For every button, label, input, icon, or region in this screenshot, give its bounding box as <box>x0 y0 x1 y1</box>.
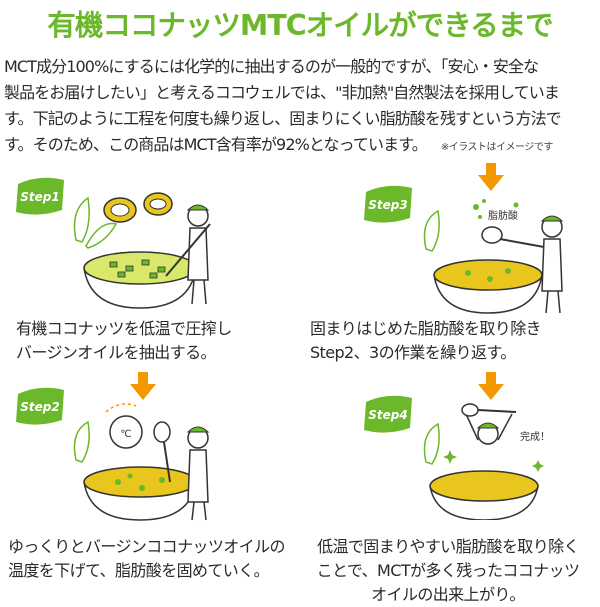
step2-caption: ゆっくりとバージンココナッツオイルの 温度を下げて、脂肪酸を固めていく。 <box>8 535 285 583</box>
down-arrow-icon <box>478 163 504 191</box>
page-title: 有機ココナッツMTCオイルができるまで <box>47 8 553 42</box>
step3-illustration: 脂肪酸 <box>420 195 580 315</box>
step1-caption: 有機ココナッツを低温で圧搾し バージンオイルを抽出する。 <box>16 317 232 365</box>
down-arrow-icon <box>478 372 504 400</box>
step3-caption-line: Step2、3の作業を繰り返す。 <box>310 343 516 362</box>
step4-badge-label: Step4 <box>368 408 407 422</box>
degree-icon: ℃ <box>120 429 131 440</box>
step2-badge-label: Step2 <box>20 400 59 414</box>
step1-badge-label: Step1 <box>20 190 59 204</box>
step1-badge: Step1 <box>12 174 68 218</box>
step3-badge: Step3 <box>360 182 416 226</box>
step4-illustration: 完成！ <box>420 400 580 520</box>
complete-label: 完成！ <box>520 430 550 443</box>
step4-caption: 低温で固まりやすい脂肪酸を取り除く ことで、MCTが多く残ったココナッツ オイル… <box>300 535 596 607</box>
intro-paragraph: MCT成分100%にするには化学的に抽出するのが一般的ですが、「安心・安全な 製… <box>4 54 598 161</box>
step1-caption-line: 有機ココナッツを低温で圧搾し <box>16 319 232 338</box>
intro-line: す。そのため、この商品はMCT含有率が92%となっています。 ※イラストはイメージ… <box>4 132 598 161</box>
intro-line: MCT成分100%にするには化学的に抽出するのが一般的ですが、「安心・安全な <box>4 57 539 76</box>
step1-illustration <box>70 180 230 310</box>
step4-caption-line: ことで、MCTが多く残ったココナッツ <box>316 561 580 580</box>
intro-line: 製品をお届けしたい」と考えるココウェルでは、"非加熱"自然製法を採用していま <box>4 83 560 102</box>
step1-caption-line: バージンオイルを抽出する。 <box>16 343 216 362</box>
step2-caption-line: 温度を下げて、脂肪酸を固めていく。 <box>8 561 270 580</box>
step3-caption-line: 固まりはじめた脂肪酸を取り除き <box>310 319 542 338</box>
intro-line-text: す。そのため、この商品はMCT含有率が92%となっています。 <box>4 135 428 154</box>
illustration-note: ※イラストはイメージです <box>440 142 553 153</box>
fatty-acid-label: 脂肪酸 <box>488 209 518 222</box>
intro-line: す。下記のように工程を何度も繰り返し、固まりにくい脂肪酸を残すという方法で <box>4 109 562 128</box>
step2-illustration: ℃ <box>70 402 230 522</box>
step4-badge: Step4 <box>360 392 416 436</box>
step2-badge: Step2 <box>12 384 68 428</box>
step4-caption-line: 低温で固まりやすい脂肪酸を取り除く <box>317 537 579 556</box>
step2-caption-line: ゆっくりとバージンココナッツオイルの <box>8 537 285 556</box>
down-arrow-icon <box>130 372 156 400</box>
step3-badge-label: Step3 <box>368 198 407 212</box>
step3-caption: 固まりはじめた脂肪酸を取り除き Step2、3の作業を繰り返す。 <box>310 317 542 365</box>
step4-caption-line: オイルの出来上がり。 <box>371 585 525 604</box>
